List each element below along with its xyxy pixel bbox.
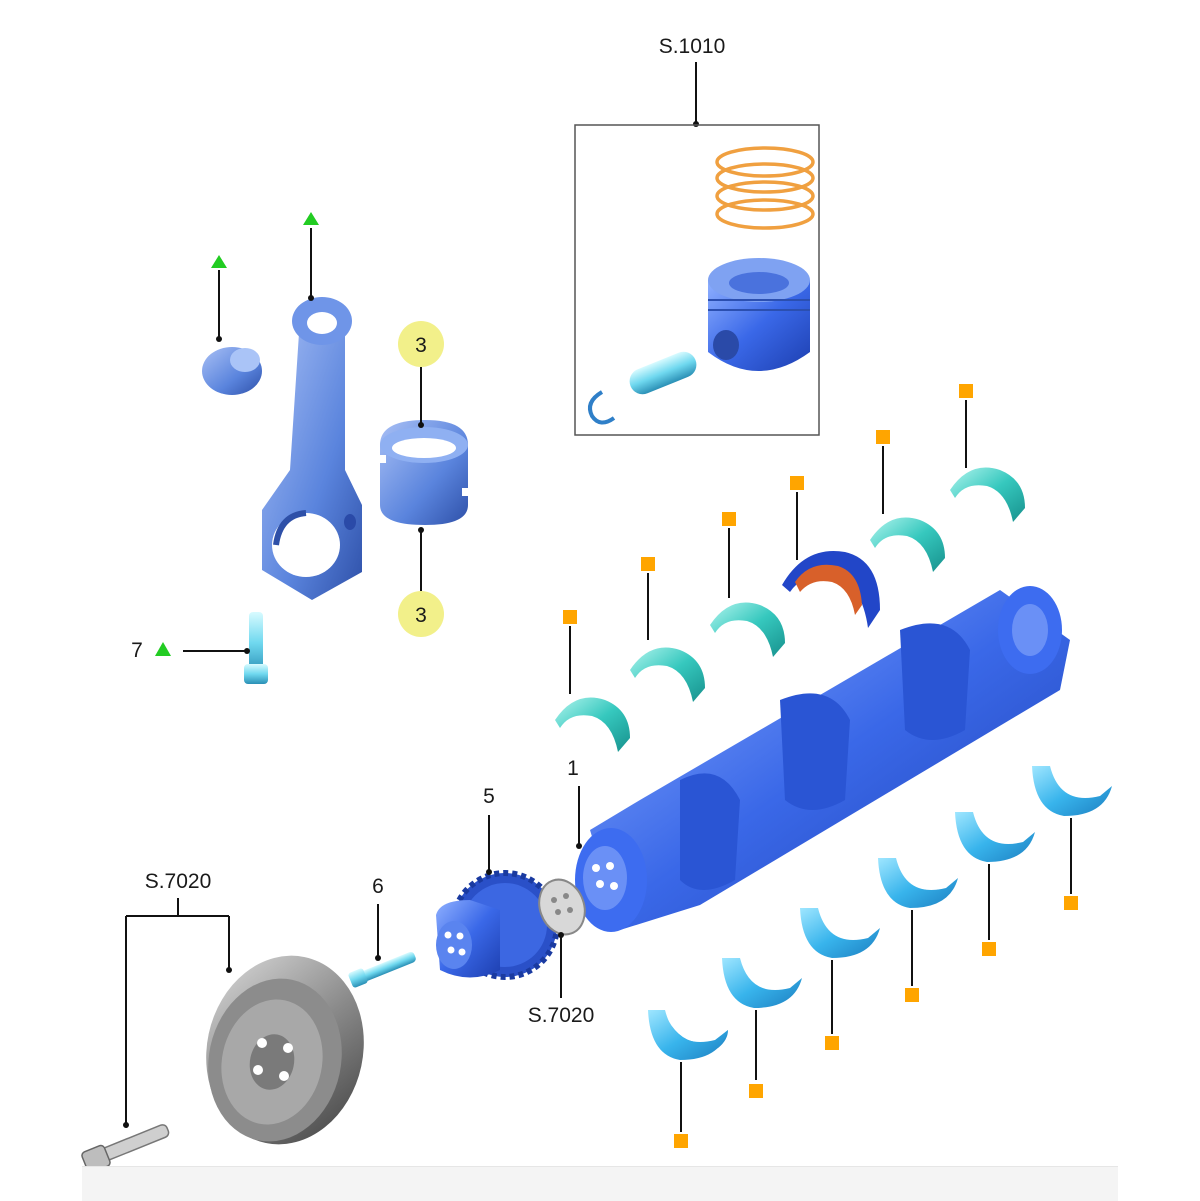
crankshaft [575,586,1070,932]
piston-pin [629,351,697,395]
crankshaft-callout: 1 [567,757,582,849]
svg-text:7: 7 [131,639,143,662]
svg-text:5: 5 [483,785,495,808]
svg-text:6: 6 [372,875,384,898]
gear-bolt-callout: 6 [372,875,384,961]
piston-group: S.1010 [574,35,820,436]
footer-bar [82,1166,1118,1201]
leader-lines-lower [680,818,1072,1132]
conrod-bearing-callout-upper: 3 [398,321,444,428]
orange-square-markers-lower [674,896,1078,1148]
circlip [588,390,616,425]
conrod-bolt-callout: 7 [131,639,250,662]
perforated-washer [538,878,586,936]
conrod-bearing-callout-lower: 3 [398,527,444,637]
conrod-bearing-shells [376,420,472,525]
conrod-bolt [244,612,268,684]
piston-rings [715,146,815,230]
connecting-rod [262,297,362,600]
damper-bolt [81,1124,170,1174]
green-triangle-marker [211,255,227,342]
piston-group-frame [574,124,820,436]
small-end-bushing [202,347,262,395]
leader-lines-upper [569,400,967,694]
green-triangle-marker [303,212,319,301]
thrust-bearing [782,550,880,628]
gear-bolt [348,951,416,988]
upper-main-bearings [555,467,1025,752]
crank-gear-callout: 5 [483,785,495,875]
svg-text:S.7020: S.7020 [145,870,212,893]
washer-callout: S.7020 [528,932,595,1027]
damper-group-callout: S.7020 [123,870,232,1128]
svg-text:3: 3 [415,334,427,357]
svg-text:3: 3 [415,604,427,627]
piston [708,258,810,371]
leader-dot [693,121,699,127]
orange-square-markers-upper [563,384,973,624]
lower-main-bearings [648,766,1112,1060]
vibration-damper [206,955,364,1145]
svg-text:1: 1 [567,757,579,780]
svg-text:S.7020: S.7020 [528,1004,595,1027]
piston-group-ref-label: S.1010 [659,35,726,58]
crank-gear [436,870,560,980]
